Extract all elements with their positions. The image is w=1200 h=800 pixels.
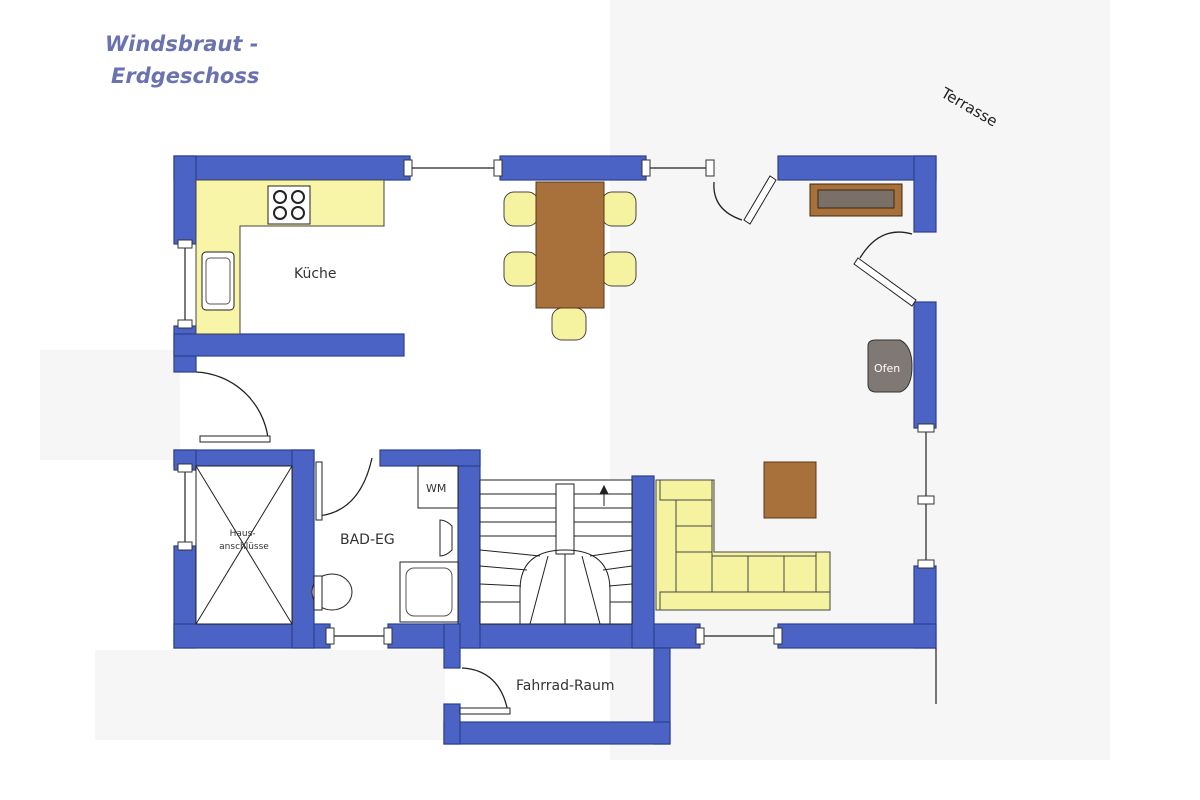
doors	[195, 175, 917, 715]
bike-room-label: Fahrrad-Raum	[516, 678, 615, 694]
plan-title-line2: Erdgeschoss	[111, 64, 260, 88]
kitchen-label: Küche	[294, 266, 337, 282]
utilities-label: Haus- anschlüsse	[219, 529, 269, 552]
dining-table	[535, 181, 605, 309]
stove-label: Ofen	[874, 362, 900, 375]
washing-machine-label: WM	[426, 482, 446, 495]
walls	[173, 155, 937, 745]
utility-room	[195, 465, 293, 625]
staircase	[479, 479, 633, 625]
sofa	[655, 479, 831, 611]
bath-fixtures	[311, 465, 459, 623]
hob-icon	[267, 185, 311, 225]
stove	[867, 339, 913, 393]
dining-set	[503, 181, 637, 341]
coffee-table	[763, 461, 817, 519]
plan-title: Windsbraut - Erdgeschoss	[105, 28, 259, 92]
sideboard	[809, 183, 903, 217]
bath-label: BAD-EG	[340, 532, 395, 548]
windows	[177, 159, 937, 704]
plan-title-line1: Windsbraut -	[105, 32, 259, 56]
kitchen-counter	[195, 179, 385, 335]
